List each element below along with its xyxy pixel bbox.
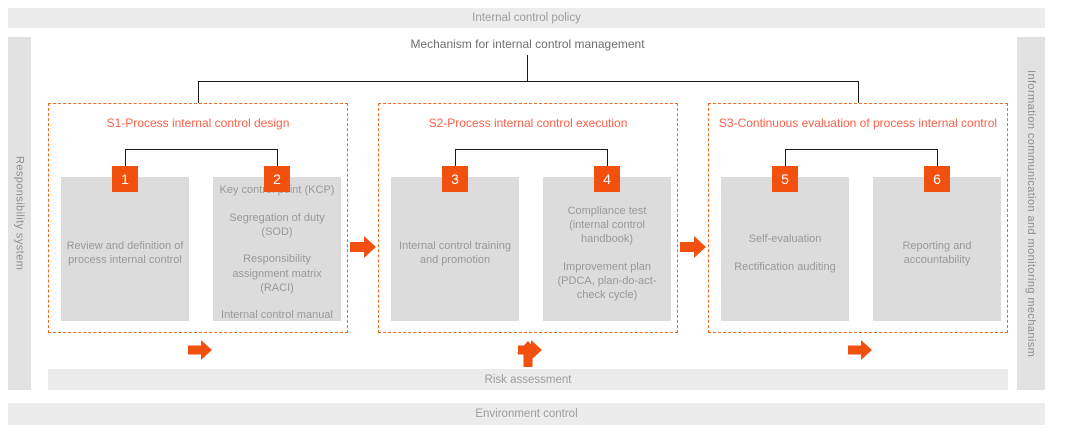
connector-stub (527, 55, 528, 81)
internal-control-policy-bar: Internal control policy (8, 8, 1045, 28)
section-s1-connector-drop-left (125, 149, 126, 166)
section-s2-connector-drop-right (607, 149, 608, 166)
section-s3: S3-Continuous evaluation of process inte… (708, 103, 1008, 360)
step-number-badge-1: 1 (112, 166, 138, 192)
section-s1: S1-Process internal control design 1 Rev… (48, 103, 348, 360)
step-number-badge-6: 6 (924, 166, 950, 192)
responsibility-system-label: Responsibility system (13, 156, 26, 271)
connector-drop-s3 (858, 81, 859, 103)
risk-assessment-bar: Risk assessment (48, 369, 1008, 390)
step-number-badge-2: 2 (264, 166, 290, 192)
flow-arrow-up-icon (517, 341, 539, 367)
section-s2-title: S2-Process internal control execution (428, 116, 628, 130)
section-s3-title: S3-Continuous evaluation of process inte… (718, 116, 998, 130)
box-text-line: Internal control training and promotion (399, 239, 511, 266)
information-communication-bar: Information communication and monitoring… (1017, 37, 1045, 390)
flow-arrow-right-icon (350, 236, 376, 258)
risk-assessment-label: Risk assessment (484, 373, 572, 386)
information-communication-label: Information communication and monitoring… (1025, 69, 1037, 358)
step-box-2: 2 Key control point (KCP) Segregation of… (213, 166, 341, 322)
flow-arrow-right-icon (848, 340, 872, 360)
box-text-line: Compliance test (internal control handbo… (567, 204, 647, 246)
section-s1-title: S1-Process internal control design (106, 116, 290, 130)
box-text-line: Self-evaluation (748, 233, 822, 246)
box-text-line: Segregation of duty (SOD) (229, 211, 325, 239)
section-s2-connector (455, 149, 608, 150)
flow-arrow-right-icon (188, 340, 212, 360)
box-text-line: Improvement plan (PDCA, plan-do-act-chec… (557, 260, 657, 302)
section-s2-connector-drop-left (455, 149, 456, 166)
box-text-line: Internal control manual (221, 309, 333, 322)
step-box-1: 1 Review and definition of process inter… (61, 166, 189, 321)
environment-control-bar: Environment control (8, 403, 1045, 425)
step-box-4: 4 Compliance test (internal control hand… (543, 166, 671, 321)
step-number-badge-3: 3 (442, 166, 468, 192)
section-s2: S2-Process internal control execution 3 … (378, 103, 678, 360)
section-s3-connector-drop-left (785, 149, 786, 166)
section-s3-connector-drop-right (937, 149, 938, 166)
section-s3-connector (785, 149, 938, 150)
section-s1-connector (125, 149, 278, 150)
step-number-badge-5: 5 (772, 166, 798, 192)
step-number-badge-4: 4 (594, 166, 620, 192)
mechanism-title: Mechanism for internal control managemen… (410, 37, 645, 51)
flow-arrow-right-icon (680, 236, 706, 258)
box-text-line: Review and definition of process interna… (66, 239, 184, 266)
box-text-line: Rectification auditing (734, 260, 836, 273)
connector-drop-s1 (198, 81, 199, 103)
internal-control-policy-label: Internal control policy (472, 12, 581, 24)
responsibility-system-bar: Responsibility system (8, 37, 31, 390)
box-text-line: Responsibility assignment matrix (RACI) (232, 253, 322, 294)
step-box-3: 3 Internal control training and promotio… (391, 166, 519, 321)
connector-horizontal (198, 81, 859, 82)
box-text-line: Reporting and accountability (902, 239, 972, 266)
section-s1-connector-drop-right (277, 149, 278, 166)
step-box-5: 5 Self-evaluation Rectification auditing (721, 166, 849, 321)
step-box-6: 6 Reporting and accountability (873, 166, 1001, 321)
environment-control-label: Environment control (475, 408, 578, 420)
